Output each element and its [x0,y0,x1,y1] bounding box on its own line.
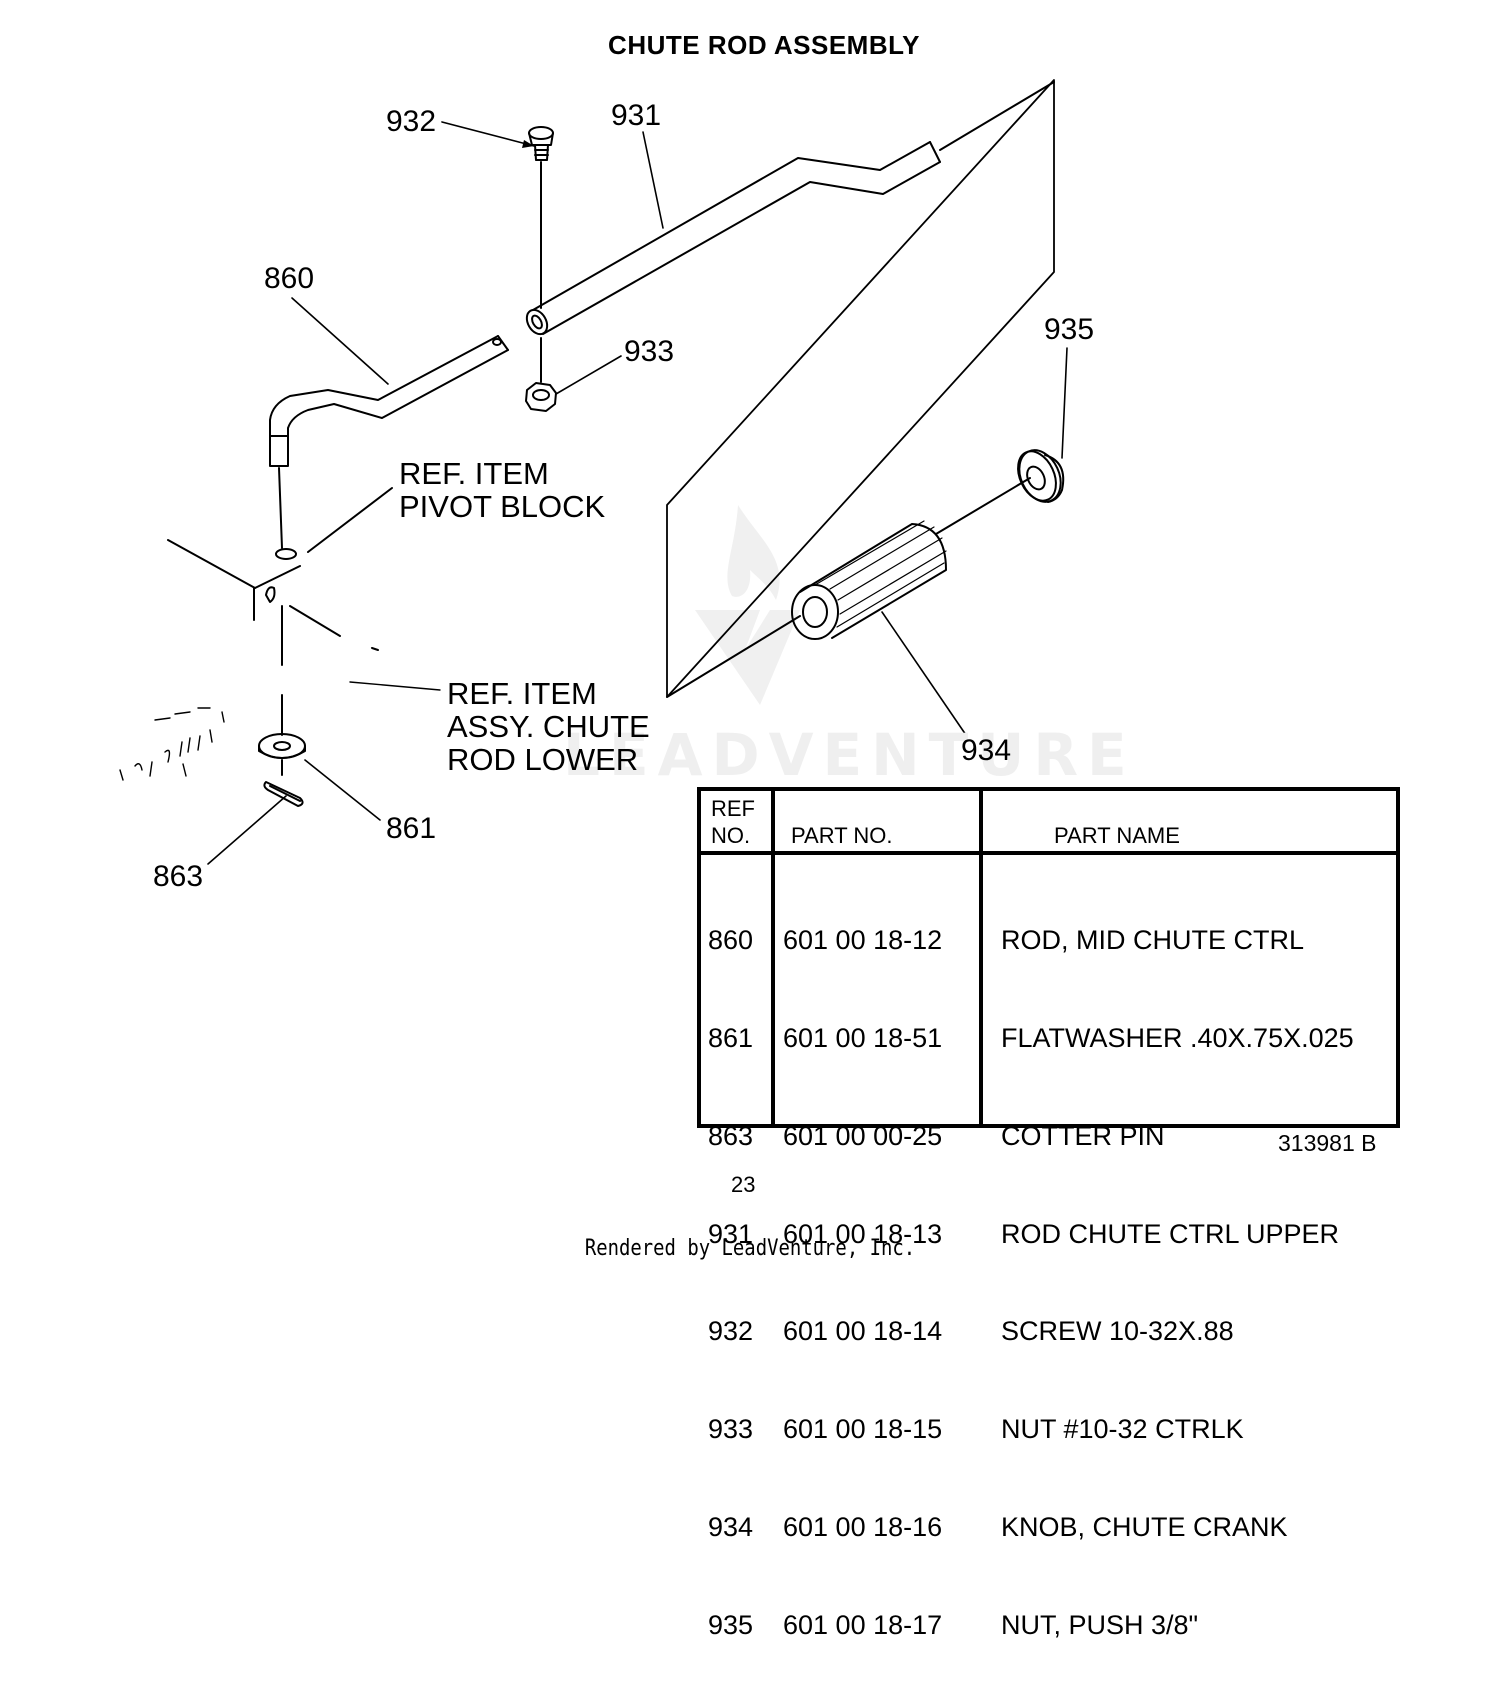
table-row-ref: 932 [708,1316,754,1347]
page-number: 23 [731,1172,756,1197]
table-row-part-no: 601 00 18-13 [783,1218,943,1249]
exploded-parts-diagram: LEADVENTURE 932 931 860 933 935 934 861 … [119,79,1136,893]
table-row-ref: 935 [708,1609,754,1640]
table-row-name: FLATWASHER .40X.75X.025 [1001,1022,1354,1053]
screw-932 [528,126,554,383]
table-row-name: ROD, MID CHUTE CTRL [1001,925,1304,956]
header-ref-line1: REF [711,796,755,821]
ref-lower-line3: ROD LOWER [447,742,638,777]
lower-rod-sketch [119,681,441,781]
table-divider [979,791,983,1124]
table-row-ref: 933 [708,1414,754,1445]
watermark-flame-logo [695,505,800,705]
cotter-pin-863 [263,781,304,807]
table-row-part-no: 601 00 18-17 [783,1609,943,1640]
table-row-part-no: 601 00 18-16 [783,1511,943,1542]
callout-934: 934 [961,734,1011,767]
rendered-by-footer: Rendered by LeadVenture, Inc. [584,1236,916,1261]
watermark-text: LEADVENTURE [563,721,1136,789]
push-nut-935 [1017,449,1065,503]
table-row-part-no: 601 00 18-14 [783,1316,943,1347]
table-row-part-no: 601 00 18-12 [783,925,943,956]
table-row-part-no: 601 00 00-25 [783,1120,943,1151]
flatwasher-861 [258,694,306,776]
table-row-name: NUT, PUSH 3/8" [1001,1609,1199,1640]
chute-panel-outline [666,79,1055,698]
callout-935: 935 [1044,313,1094,346]
table-row-part-no: 601 00 18-15 [783,1414,943,1445]
page-title: CHUTE ROD ASSEMBLY [608,30,920,60]
table-divider [771,791,775,1124]
callout-860: 860 [264,262,314,295]
table-row-ref: 861 [708,1022,754,1053]
ref-column: 860 861 863 931 932 933 934 935 [708,859,753,1706]
header-ref: REF NO. [711,795,755,849]
table-row-ref: 931 [708,1218,754,1249]
callout-863: 863 [153,860,203,893]
callout-861: 861 [386,812,436,845]
ref-lower-line1: REF. ITEM [447,676,597,711]
table-row-name: SCREW 10-32X.88 [1001,1316,1234,1347]
parts-table: REF NO. PART NO. PART NAME 860 861 863 9… [697,787,1400,1640]
header-ref-line2: NO. [711,823,751,848]
ref-pivot-line2: PIVOT BLOCK [399,489,605,524]
callout-leaders [207,121,1068,865]
callout-932: 932 [386,105,436,138]
table-row-part-no: 601 00 18-51 [783,1022,943,1053]
knob-934 [666,477,1031,698]
nut-933 [525,382,557,412]
pivot-block-reference [167,487,393,666]
table-row-name: NUT #10-32 CTRLK [1001,1414,1244,1445]
callout-933: 933 [624,335,674,368]
header-part-name: PART NAME [1054,823,1180,848]
mid-chute-rod [269,335,509,549]
table-row-ref: 863 [708,1120,754,1151]
ref-pivot-line1: REF. ITEM [399,456,549,491]
document-number: 313981 B [1278,1130,1377,1156]
table-row-name: COTTER PIN [1001,1120,1165,1151]
table-row-ref: 860 [708,925,754,956]
table-row-name: KNOB, CHUTE CRANK [1001,1511,1288,1542]
table-header-rule [701,851,1396,855]
upper-chute-rod [525,81,1055,336]
part-no-column: 601 00 18-12 601 00 18-51 601 00 00-25 6… [783,859,942,1706]
table-row-name: ROD CHUTE CTRL UPPER [1001,1218,1340,1249]
header-part-no: PART NO. [791,823,893,848]
ref-lower-line2: ASSY. CHUTE [447,709,650,744]
callout-931: 931 [611,99,661,132]
part-name-column: ROD, MID CHUTE CTRL FLATWASHER .40X.75X.… [1001,859,1354,1706]
table-row-ref: 934 [708,1511,754,1542]
